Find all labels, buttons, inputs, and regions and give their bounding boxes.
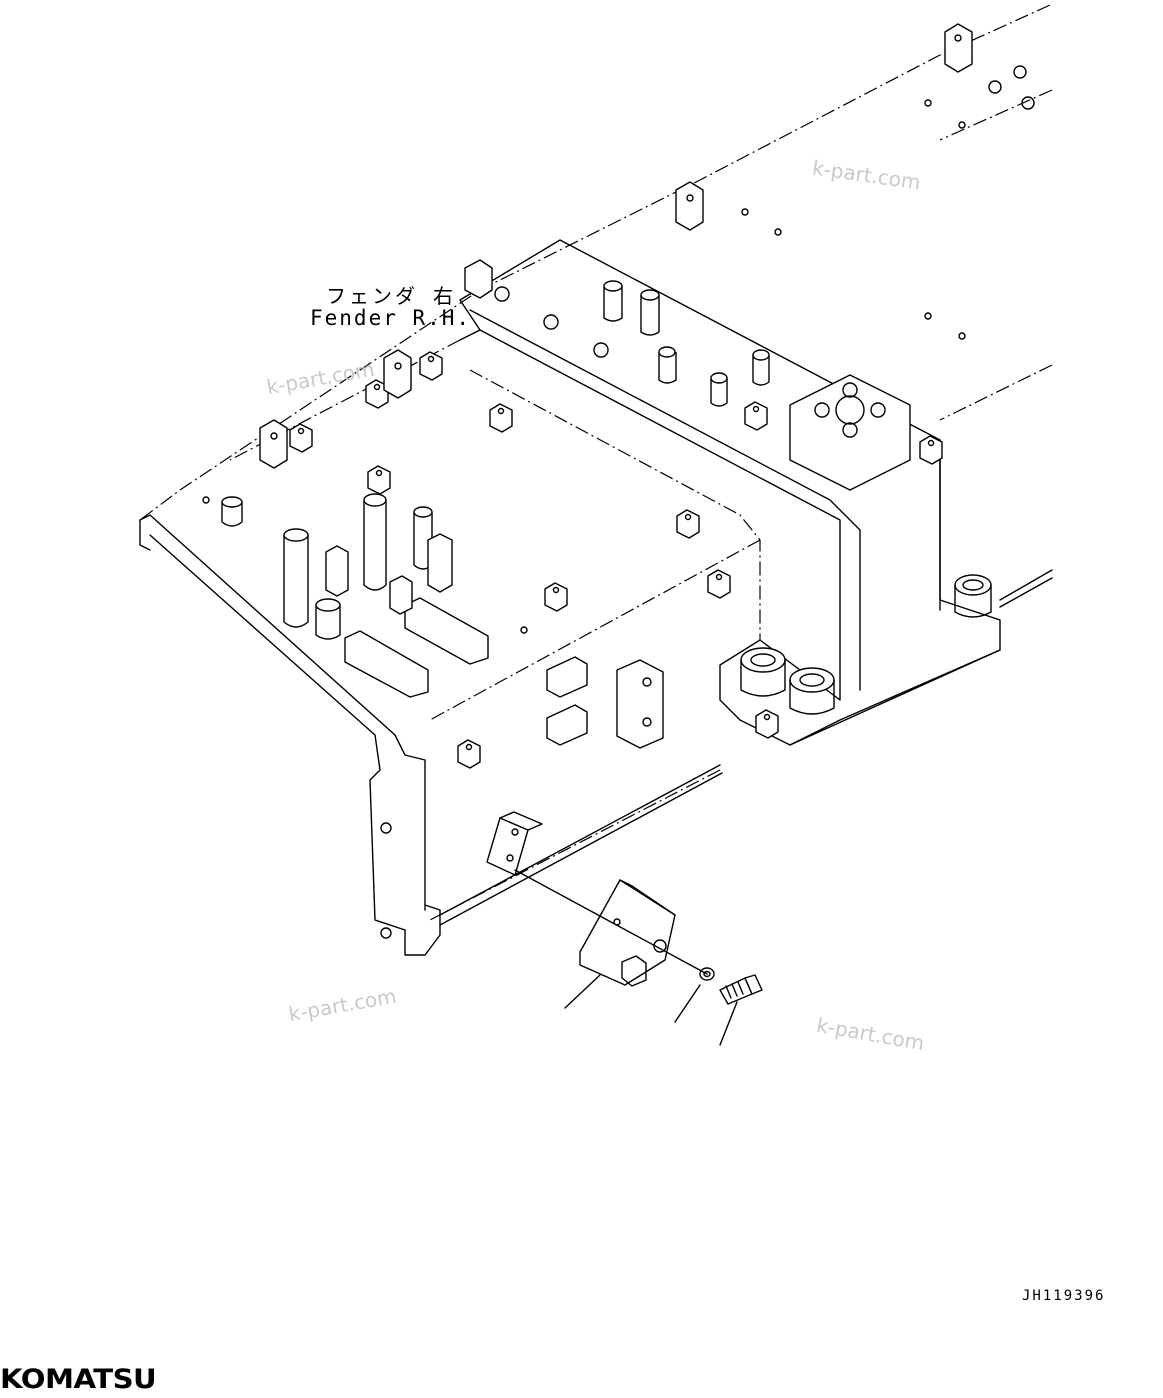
fender-plate — [139, 514, 441, 956]
fender-bracket-part — [579, 879, 676, 987]
bolt-part — [719, 974, 763, 1005]
twin-blocks — [546, 656, 664, 749]
raised-cover — [459, 239, 1001, 746]
vertical-bosses — [221, 280, 770, 640]
filler-cap-block — [789, 374, 911, 491]
spacer-block-part — [486, 811, 543, 876]
fender-label-english: Fender R.H. — [310, 306, 472, 330]
mounting-rails — [344, 575, 489, 698]
round-bosses — [740, 574, 992, 715]
drawing-number: JH119396 — [1022, 1288, 1106, 1304]
side-channel — [439, 569, 1053, 926]
fender-label-japanese: フェンダ 右 — [326, 284, 457, 308]
weld-nut-blocks — [289, 351, 943, 769]
bracket-tabs — [259, 23, 973, 469]
komatsu-logo: KOMATSU — [0, 1364, 157, 1395]
leader-lines — [514, 869, 738, 1046]
mounting-holes — [202, 65, 1035, 634]
